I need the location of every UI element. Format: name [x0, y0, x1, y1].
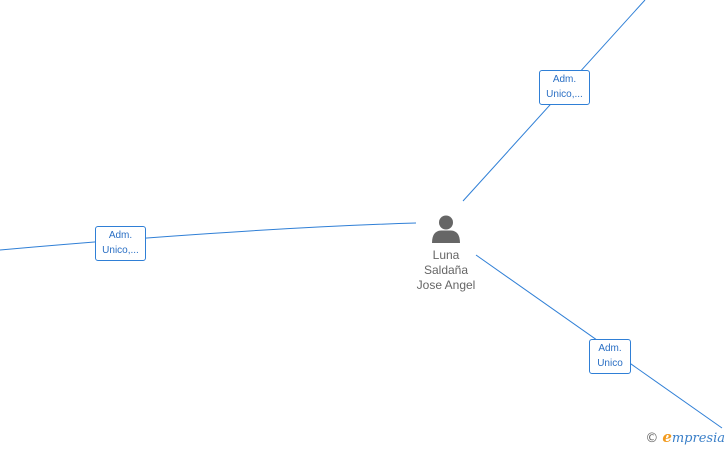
edge-label-line: Unico	[597, 358, 623, 369]
edge-label-bottom-right[interactable]: Adm. Unico	[589, 339, 631, 374]
edge-left[interactable]	[0, 222, 417, 251]
person-node[interactable]: Luna Saldaña Jose Angel	[400, 214, 492, 293]
edge-label-line: Adm.	[598, 343, 622, 354]
brand-initial: e	[662, 428, 672, 446]
edge-label-line: Adm.	[552, 74, 577, 85]
edge-label-top-right[interactable]: Adm. Unico,...	[539, 70, 590, 105]
edge-label-line: Unico,...	[546, 89, 583, 100]
edge-label-line: Adm.	[108, 230, 133, 241]
brand-logo[interactable]: ©empresia	[645, 428, 725, 446]
copyright-icon: ©	[645, 431, 659, 446]
edge-label-left[interactable]: Adm. Unico,...	[95, 226, 146, 261]
brand-name: mpresia	[671, 431, 725, 446]
person-name-line: Jose Angel	[416, 278, 476, 292]
person-icon	[432, 215, 460, 243]
person-name-line: Luna	[432, 248, 460, 262]
person-name-line: Saldaña	[423, 263, 469, 277]
edge-label-line: Unico,...	[102, 245, 139, 256]
